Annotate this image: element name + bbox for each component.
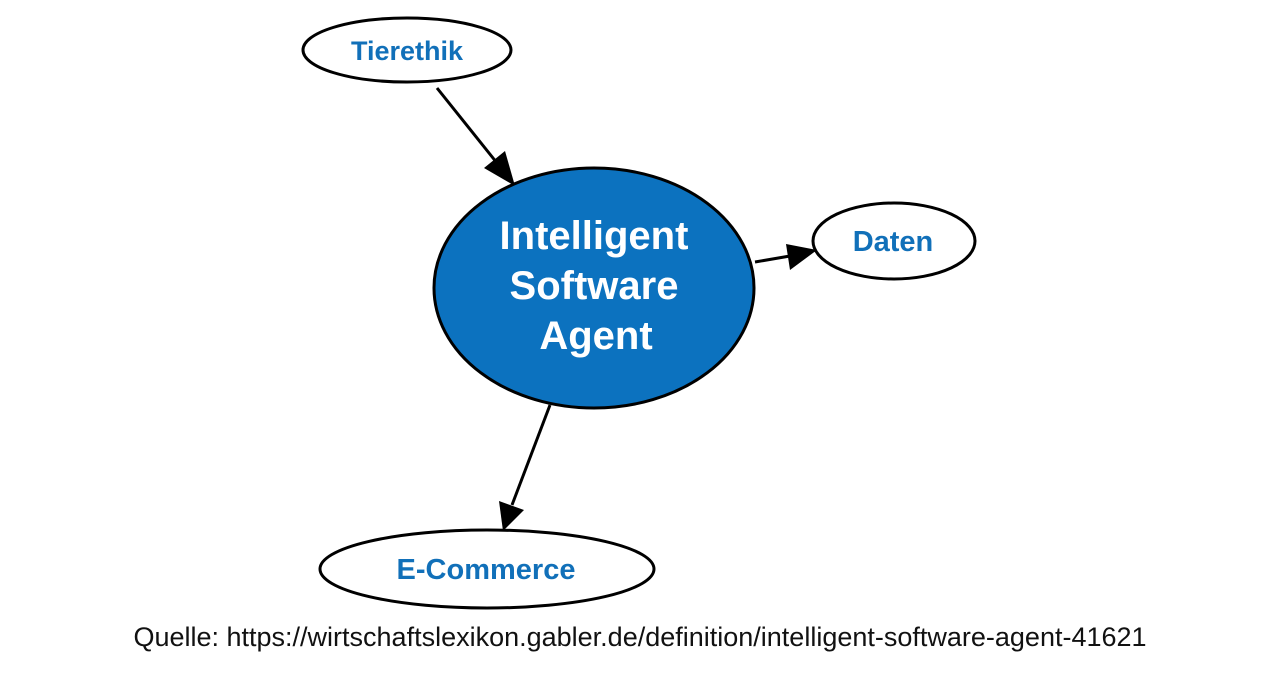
node-label: Tierethik — [351, 36, 464, 66]
node-daten[interactable]: Daten — [811, 201, 977, 281]
node-label: Daten — [853, 226, 934, 258]
node-label-line-2: Software — [510, 264, 679, 308]
node-center[interactable]: Intelligent Software Agent — [432, 166, 756, 410]
node-label: E-Commerce — [397, 554, 576, 586]
node-label-line-3: Agent — [539, 314, 652, 358]
source-caption: Quelle: https://wirtschaftslexikon.gable… — [133, 622, 1147, 652]
edge-center-to-ecommerce — [499, 404, 552, 531]
edge-center-to-daten — [754, 244, 817, 270]
node-ecommerce[interactable]: E-Commerce — [318, 528, 656, 610]
node-tierethik[interactable]: Tierethik — [301, 16, 513, 84]
edge-tierethik-to-center — [435, 87, 515, 186]
node-label-line-1: Intelligent — [500, 214, 689, 258]
